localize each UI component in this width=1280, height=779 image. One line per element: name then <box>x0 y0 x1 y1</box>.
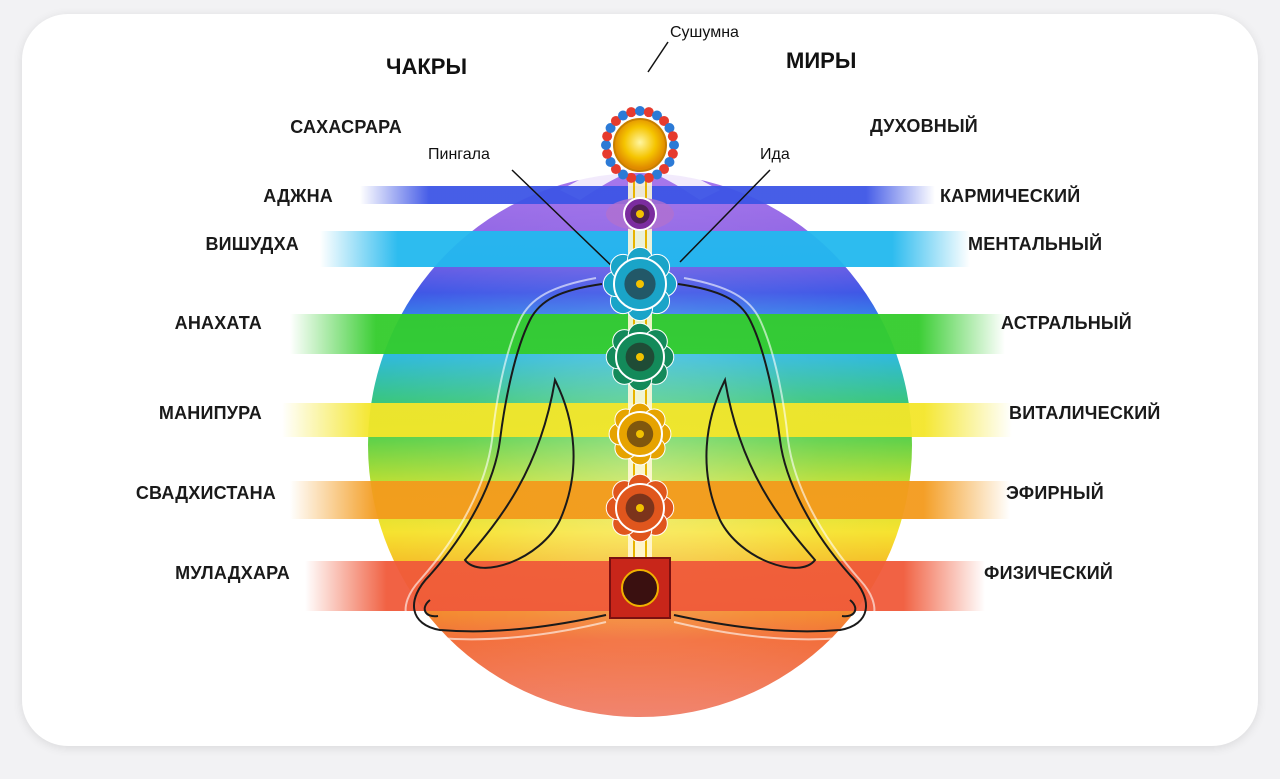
chakra-symbol <box>605 473 675 543</box>
chakra-symbol <box>602 246 678 322</box>
sushumna-pointer <box>647 41 669 73</box>
world-label-etheric: ЭФИРНЫЙ <box>1006 483 1104 503</box>
meditating-figure <box>413 283 867 633</box>
chakra-symbol <box>609 557 671 619</box>
chakra-symbol <box>605 322 675 392</box>
chakra-symbol <box>601 106 679 184</box>
world-label-vital: ВИТАЛИЧЕСКИЙ <box>1009 403 1161 423</box>
world-label-astral: АСТРАЛЬНЫЙ <box>1001 313 1132 333</box>
chakra-label-sahasrara: САХАСРАРА <box>290 117 402 137</box>
ida-label: Ида <box>760 146 790 163</box>
chakra-symbols <box>601 106 679 619</box>
chakra-label-ajna: АДЖНА <box>263 186 333 206</box>
chakra-label-anahata: АНАХАТА <box>174 313 262 333</box>
worlds-header: МИРЫ <box>786 48 857 73</box>
spine-column <box>628 180 652 610</box>
chakra-label-svadhisthana: СВАДХИСТАНА <box>135 483 276 503</box>
chakra-symbol <box>608 402 672 466</box>
chakras-header: ЧАКРЫ <box>386 54 467 79</box>
chakra-symbol <box>606 197 674 231</box>
pingala-label: Пингала <box>428 146 490 163</box>
world-label-karmic: КАРМИЧЕСКИЙ <box>940 186 1081 206</box>
chakra-label-vishuddha: ВИШУДХА <box>205 234 299 254</box>
sushumna-label: Сушумна <box>670 24 739 41</box>
world-label-mental: МЕНТАЛЬНЫЙ <box>968 234 1103 254</box>
ida-pointer <box>679 169 771 263</box>
chakra-label-manipura: МАНИПУРА <box>158 403 262 423</box>
world-label-spiritual: ДУХОВНЫЙ <box>870 116 978 136</box>
world-label-physical: ФИЗИЧЕСКИЙ <box>984 563 1114 583</box>
pingala-pointer <box>511 169 619 273</box>
chakra-label-muladhara: МУЛАДХАРА <box>175 563 290 583</box>
